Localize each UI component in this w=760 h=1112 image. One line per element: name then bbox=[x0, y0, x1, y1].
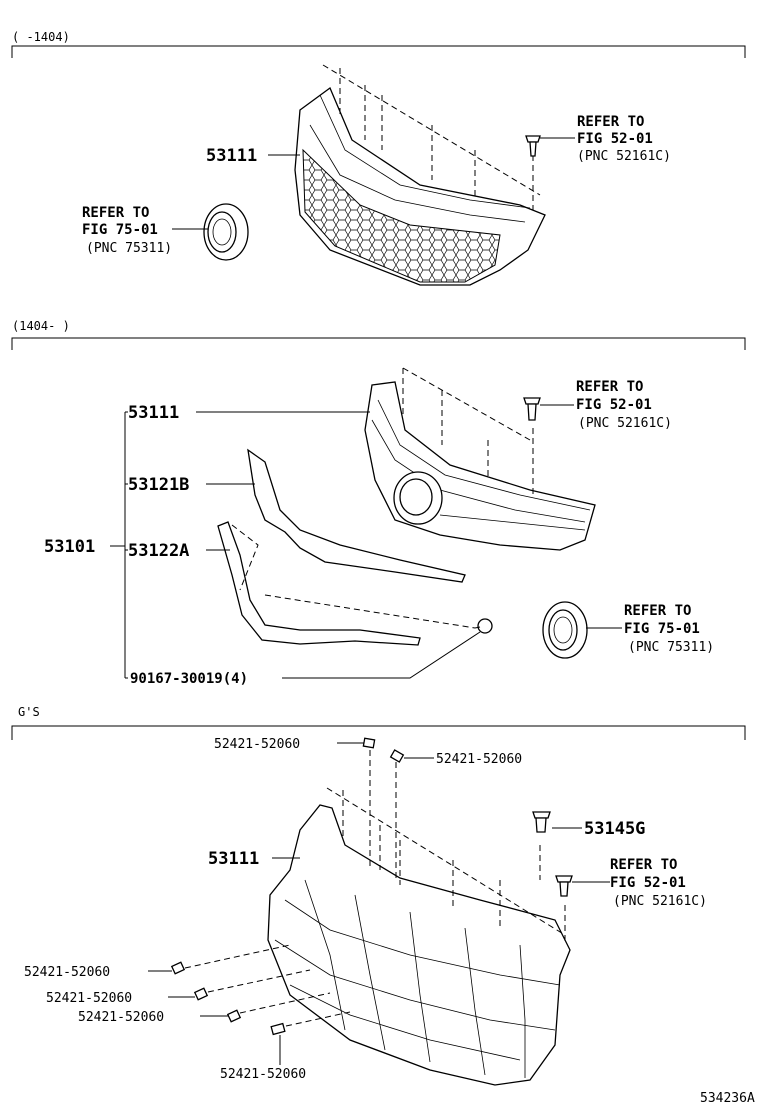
clip-icon bbox=[532, 811, 551, 833]
clip-icon bbox=[523, 397, 541, 421]
section-3-label: G'S bbox=[18, 705, 40, 719]
part-number-52421-52060[interactable]: 52421-52060 bbox=[214, 737, 300, 752]
refer-to-label: REFER TO bbox=[576, 379, 643, 395]
refer-pnc-label: (PNC 75311) bbox=[86, 241, 172, 256]
refer-fig-link[interactable]: FIG 75-01 bbox=[82, 222, 158, 238]
refer-fig-link[interactable]: FIG 52-01 bbox=[610, 875, 686, 891]
section-2-bracket bbox=[11, 337, 746, 350]
part-number-53122a[interactable]: 53122A bbox=[128, 541, 189, 561]
refer-to-label: REFER TO bbox=[82, 205, 149, 221]
refer-to-label: REFER TO bbox=[624, 603, 691, 619]
part-number-53111[interactable]: 53111 bbox=[206, 146, 257, 166]
molding-53122a-illustration bbox=[217, 521, 421, 646]
part-number-53111[interactable]: 53111 bbox=[128, 403, 179, 423]
part-number-53111[interactable]: 53111 bbox=[208, 849, 259, 869]
part-number-53145g[interactable]: 53145G bbox=[584, 819, 645, 839]
refer-pnc-label: (PNC 52161C) bbox=[578, 416, 672, 431]
section-2: (1404- ) bbox=[11, 319, 746, 687]
grille-53111-illustration bbox=[364, 367, 596, 551]
molding-53121b-illustration bbox=[247, 448, 466, 583]
section-3-bracket bbox=[11, 725, 746, 740]
section-1: ( -1404) 53111 REFER TO FIG 52-01 (PNC 5… bbox=[11, 30, 746, 286]
section-3: G'S 53111 52421-52060 bbox=[11, 705, 746, 1086]
clip-icon bbox=[555, 875, 573, 897]
section-2-label: (1404- ) bbox=[12, 319, 70, 333]
spacer-icon bbox=[226, 1009, 242, 1023]
refer-to-label: REFER TO bbox=[577, 114, 644, 130]
emblem-icon bbox=[542, 601, 588, 659]
grille-53111-illustration bbox=[294, 64, 546, 286]
refer-fig-link[interactable]: FIG 52-01 bbox=[577, 131, 653, 147]
refer-to-label: REFER TO bbox=[610, 857, 677, 873]
part-number-52421-52060[interactable]: 52421-52060 bbox=[46, 991, 132, 1006]
refer-fig-link[interactable]: FIG 75-01 bbox=[624, 621, 700, 637]
refer-pnc-label: (PNC 52161C) bbox=[577, 149, 671, 164]
screw-icon bbox=[474, 618, 493, 634]
part-number-52421-52060[interactable]: 52421-52060 bbox=[24, 965, 110, 980]
refer-fig-link[interactable]: FIG 52-01 bbox=[576, 397, 652, 413]
part-number-53101[interactable]: 53101 bbox=[44, 537, 95, 557]
grille-53111-illustration bbox=[267, 787, 571, 1086]
section-1-label: ( -1404) bbox=[12, 30, 70, 44]
spacer-icon bbox=[170, 961, 186, 975]
part-number-52421-52060[interactable]: 52421-52060 bbox=[436, 752, 522, 767]
spacer-icon bbox=[389, 749, 405, 763]
part-number-90167-30019[interactable]: 90167-30019(4) bbox=[130, 671, 248, 687]
spacer-icon bbox=[193, 987, 209, 1001]
clip-icon bbox=[525, 135, 541, 157]
spacer-icon bbox=[362, 737, 376, 749]
part-number-53121b[interactable]: 53121B bbox=[128, 475, 189, 495]
part-number-52421-52060[interactable]: 52421-52060 bbox=[220, 1067, 306, 1082]
illustration-code: 534236A bbox=[700, 1091, 755, 1106]
leader-line bbox=[282, 631, 481, 679]
part-number-52421-52060[interactable]: 52421-52060 bbox=[78, 1010, 164, 1025]
emblem-icon bbox=[203, 203, 249, 261]
refer-pnc-label: (PNC 75311) bbox=[628, 640, 714, 655]
section-1-bracket bbox=[11, 45, 746, 58]
refer-pnc-label: (PNC 52161C) bbox=[613, 894, 707, 909]
spacer-icon bbox=[270, 1022, 286, 1036]
